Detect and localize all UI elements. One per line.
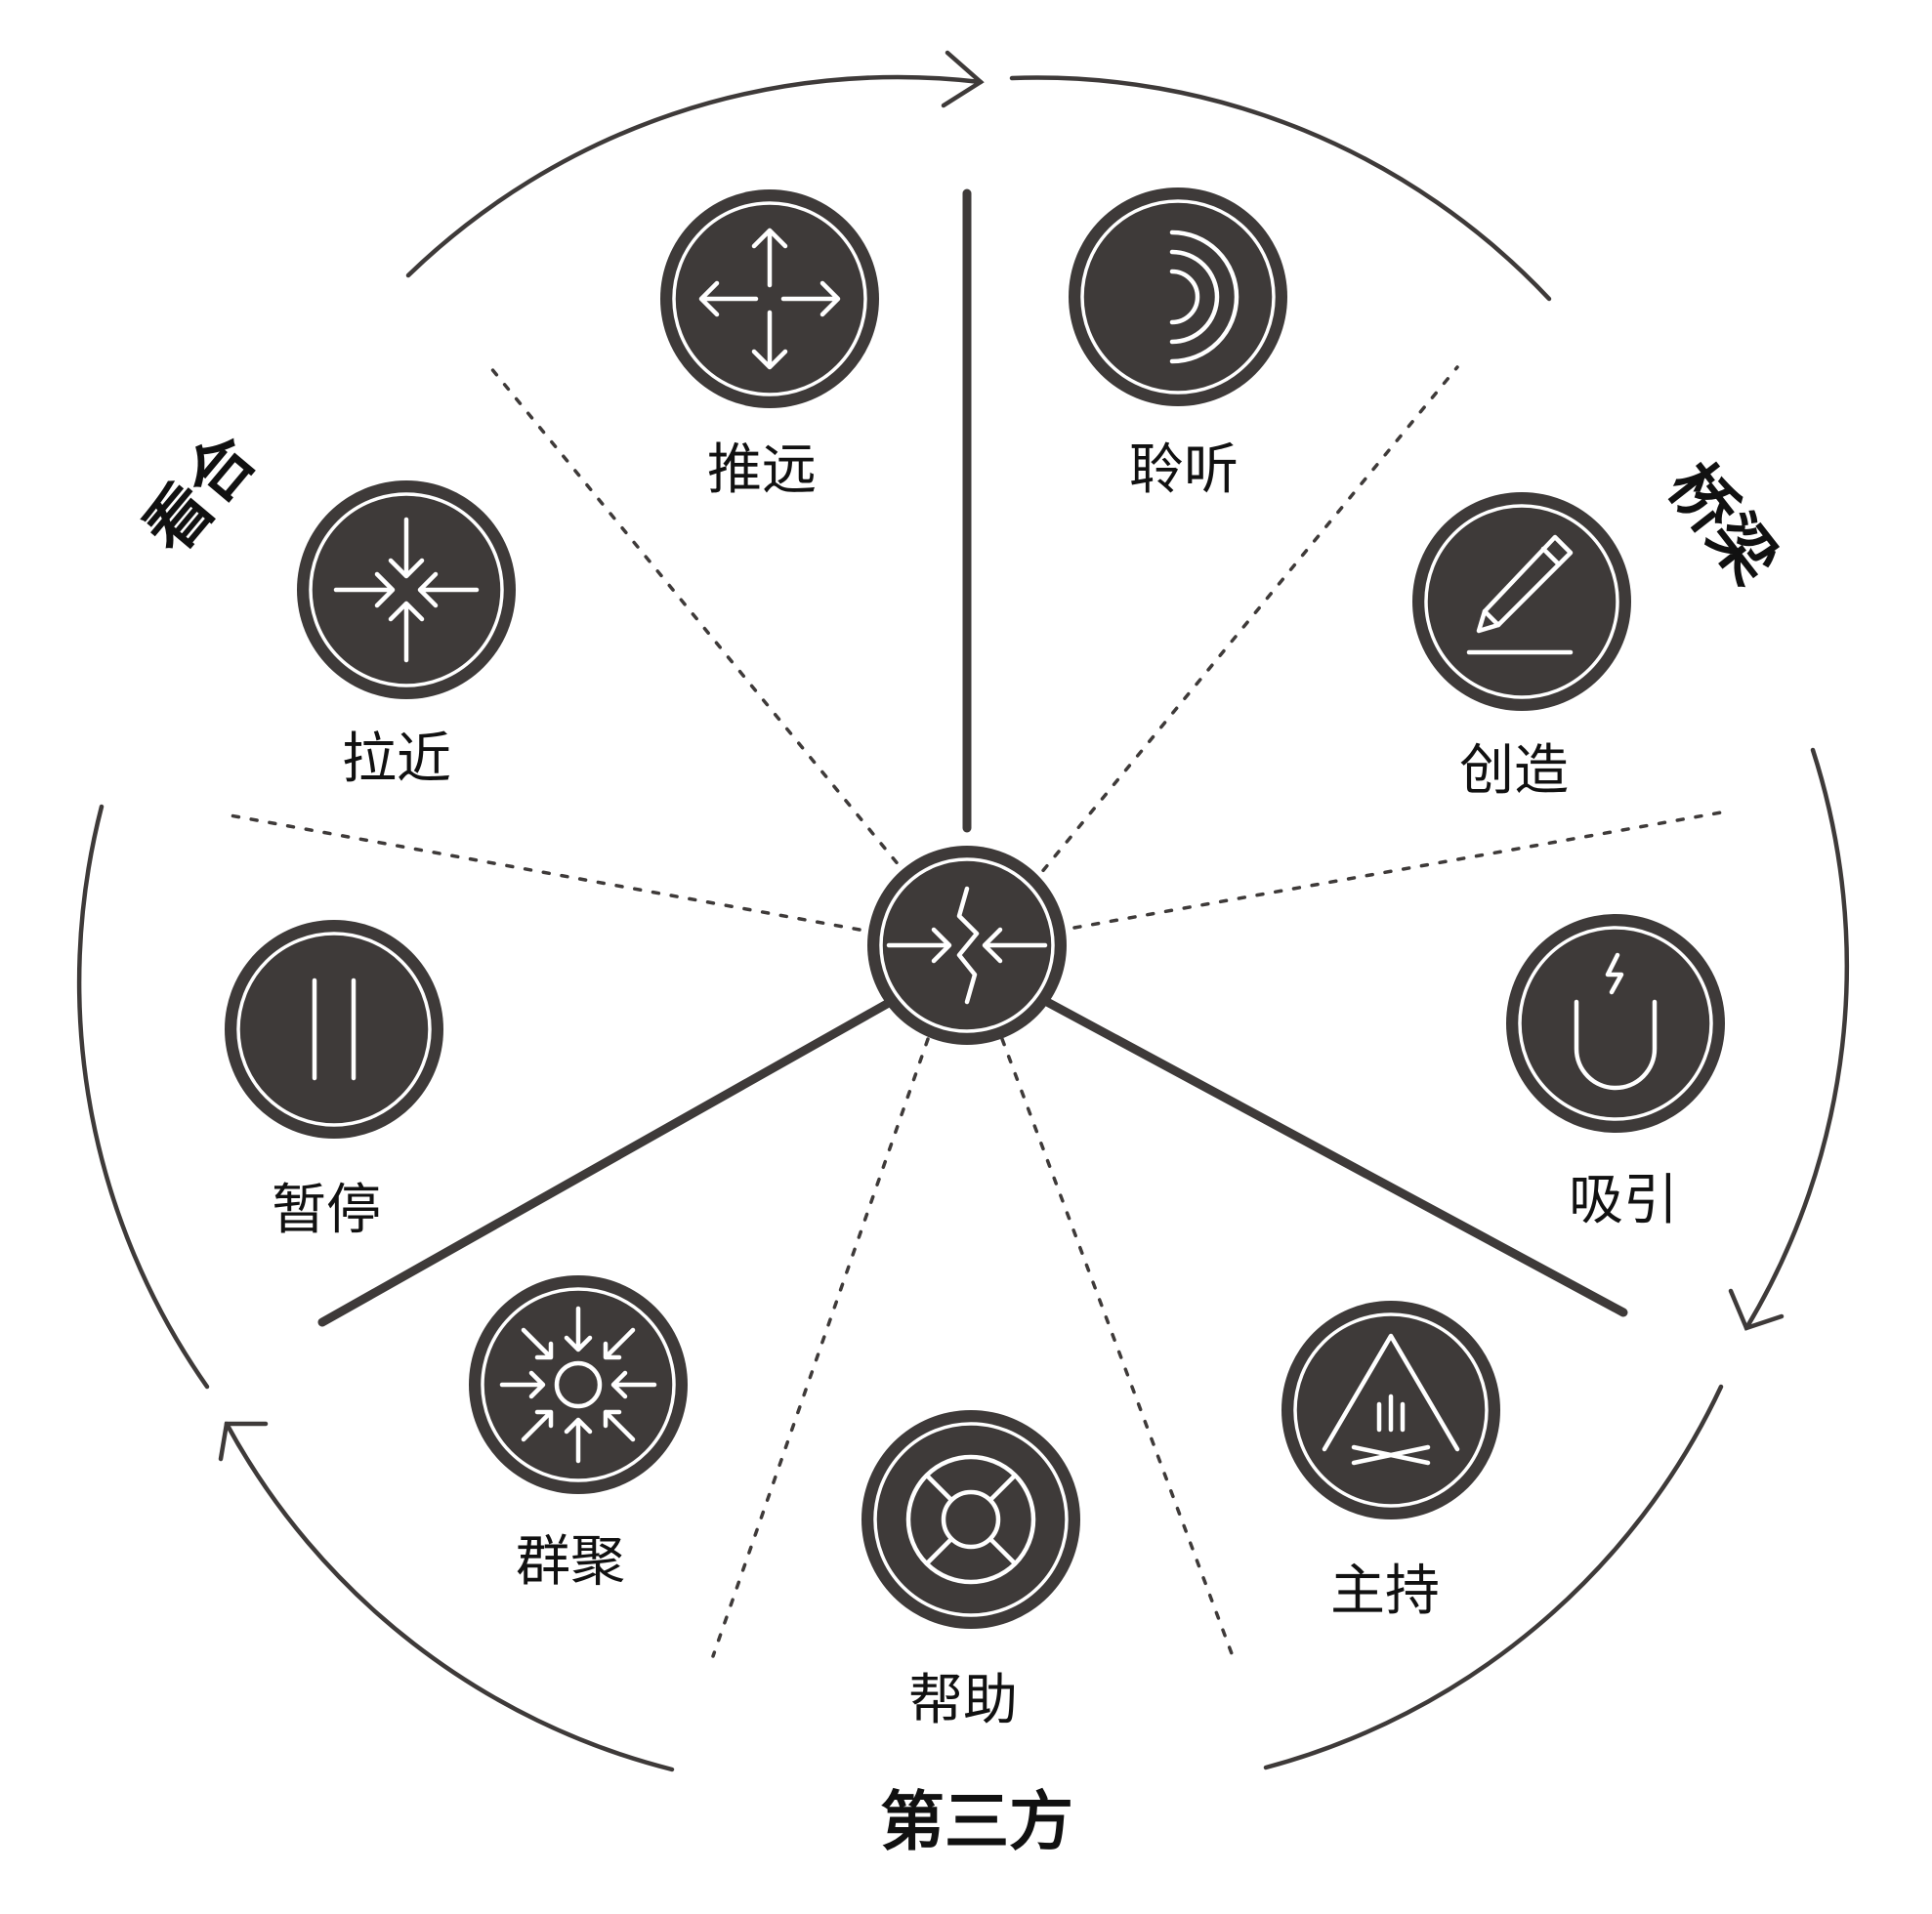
item-chuangzao: 创造 xyxy=(1412,492,1631,803)
item-label-zanting: 暂停 xyxy=(272,1179,381,1242)
pause-icon xyxy=(312,978,357,1081)
item-label-lingting: 聆听 xyxy=(1129,438,1239,502)
section-label-disanfang: 第三方 xyxy=(880,1784,1073,1859)
pull-closer-arrows-icon xyxy=(333,517,480,663)
divider xyxy=(711,1037,930,1658)
divider xyxy=(488,365,910,879)
section-label-qiaoliang: 桥梁 xyxy=(1654,449,1792,597)
arrowhead-right-icon xyxy=(1728,1288,1785,1331)
item-zhuchi: 主持 xyxy=(1281,1301,1500,1623)
pencil-icon xyxy=(1466,534,1574,655)
item-label-xiyin: 吸引 xyxy=(1569,1169,1678,1232)
magnet-icon xyxy=(1574,952,1658,1091)
item-label-zhuchi: 主持 xyxy=(1330,1560,1440,1623)
item-lajin: 拉近 xyxy=(297,480,516,791)
item-bangzhu: 帮助 xyxy=(861,1410,1080,1732)
outer-arc-left xyxy=(76,804,210,1390)
item-xiyin: 吸引 xyxy=(1506,914,1725,1232)
arrowhead-left-icon xyxy=(218,1421,269,1462)
item-label-qunju: 群聚 xyxy=(516,1530,625,1594)
item-tuiyuan: 推远 xyxy=(660,189,879,502)
item-zanting: 暂停 xyxy=(225,920,443,1242)
outer-arc-top xyxy=(405,74,984,278)
gather-center-icon xyxy=(499,1306,657,1464)
item-label-bangzhu: 帮助 xyxy=(908,1669,1018,1732)
item-lingting: 聆听 xyxy=(1069,187,1287,502)
divider xyxy=(223,812,861,932)
item-label-chuangzao: 创造 xyxy=(1459,739,1569,803)
arrowhead-top-icon xyxy=(941,50,985,108)
solid-spokes xyxy=(317,188,1628,1327)
divider xyxy=(1029,365,1459,887)
spoke-lower-left xyxy=(317,981,923,1327)
campfire-tent-icon xyxy=(1322,1333,1460,1466)
outer-arc-right xyxy=(1743,747,1850,1331)
outer-arc-bottom-right xyxy=(1263,1384,1724,1770)
listen-waves-icon xyxy=(1169,229,1239,364)
item-label-lajin: 拉近 xyxy=(342,728,451,791)
spoke-lower-right xyxy=(1017,983,1628,1317)
converge-break-icon xyxy=(886,886,1048,1005)
center-node xyxy=(867,846,1067,1045)
outer-arc-bottom-left xyxy=(224,1421,675,1772)
section-label-kanhe: 看合 xyxy=(130,420,271,567)
outer-arc-top-right xyxy=(1009,75,1552,302)
dotted-dividers xyxy=(223,365,1723,1658)
divider xyxy=(1072,811,1723,930)
outer-cycle xyxy=(76,50,1850,1772)
push-away-arrows-icon xyxy=(698,228,841,370)
divider xyxy=(1000,1037,1235,1658)
item-qunju: 群聚 xyxy=(469,1275,688,1594)
lifebuoy-icon xyxy=(905,1454,1036,1585)
item-label-tuiyuan: 推远 xyxy=(707,438,817,502)
